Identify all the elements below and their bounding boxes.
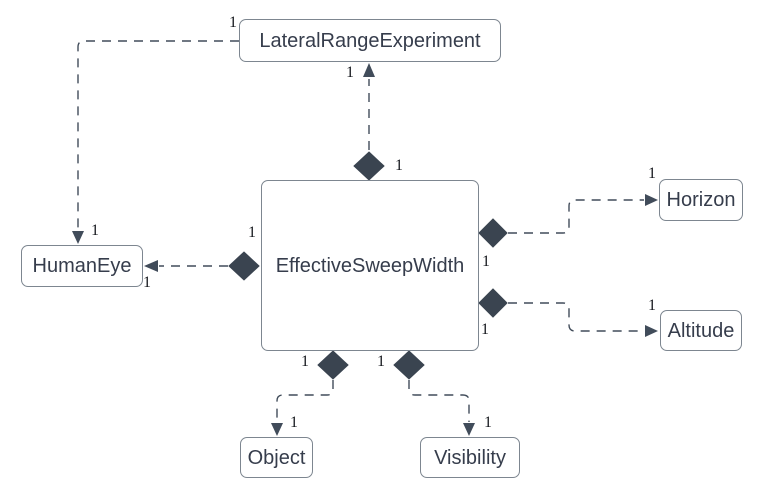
arrowhead-up-icon [363,63,375,77]
node-label-effective-sweep-width: EffectiveSweepWidth [275,254,465,277]
node-label-object: Object [247,446,306,469]
edge-esw-altitude [478,288,658,337]
multiplicity-object: 1 [290,414,298,431]
node-altitude[interactable]: Altitude [660,310,742,351]
multiplicity-altitude: 1 [648,297,656,314]
multiplicity-esw-right-upper: 1 [482,253,490,270]
multiplicity-esw-left: 1 [248,224,256,241]
arrowhead-down-icon [463,423,475,436]
node-label-lateral-range-experiment: LateralRangeExperiment [259,29,481,52]
multiplicity-esw-bottom-left: 1 [301,353,309,370]
multiplicity-visibility: 1 [484,414,492,431]
edge-esw-lateralrangeexperiment [353,63,385,181]
edge-esw-object [271,350,349,436]
node-label-human-eye: HumanEye [32,255,132,277]
multiplicity-humaneye-top: 1 [91,222,99,239]
composition-diamond-icon [393,350,425,380]
edge-esw-visibility [393,350,475,436]
node-label-altitude: Altitude [667,319,735,342]
composition-diamond-icon [478,218,508,248]
arrowhead-right-icon [645,325,658,337]
edge-esw-horizon [478,194,658,248]
edge-esw-humaneye [144,251,260,281]
arrowhead-left-icon [144,260,158,272]
composition-diamond-icon [478,288,508,318]
node-effective-sweep-width[interactable]: EffectiveSweepWidth [261,180,479,351]
composition-diamond-icon [317,350,349,380]
composition-diamond-icon [353,151,385,181]
multiplicity-lre-target: 1 [346,64,354,81]
node-label-visibility: Visibility [434,446,506,469]
node-horizon[interactable]: Horizon [659,179,743,221]
node-human-eye[interactable]: HumanEye [21,245,143,287]
multiplicity-humaneye-right: 1 [143,274,151,291]
node-lateral-range-experiment[interactable]: LateralRangeExperiment [239,19,501,62]
arrowhead-down-icon [271,423,283,436]
node-visibility[interactable]: Visibility [420,437,520,478]
multiplicity-horizon: 1 [648,165,656,182]
edge-lateralrangeexperiment-humaneye [72,40,239,244]
arrowhead-right-icon [645,194,658,206]
multiplicity-lre-source: 1 [229,14,237,31]
node-label-horizon: Horizon [666,189,736,211]
composition-diamond-icon [228,251,260,281]
multiplicity-esw-top: 1 [395,157,403,174]
node-object[interactable]: Object [240,437,313,478]
multiplicity-esw-right-lower: 1 [481,321,489,338]
multiplicity-esw-bottom-right: 1 [377,353,385,370]
arrowhead-down-icon [72,231,84,244]
